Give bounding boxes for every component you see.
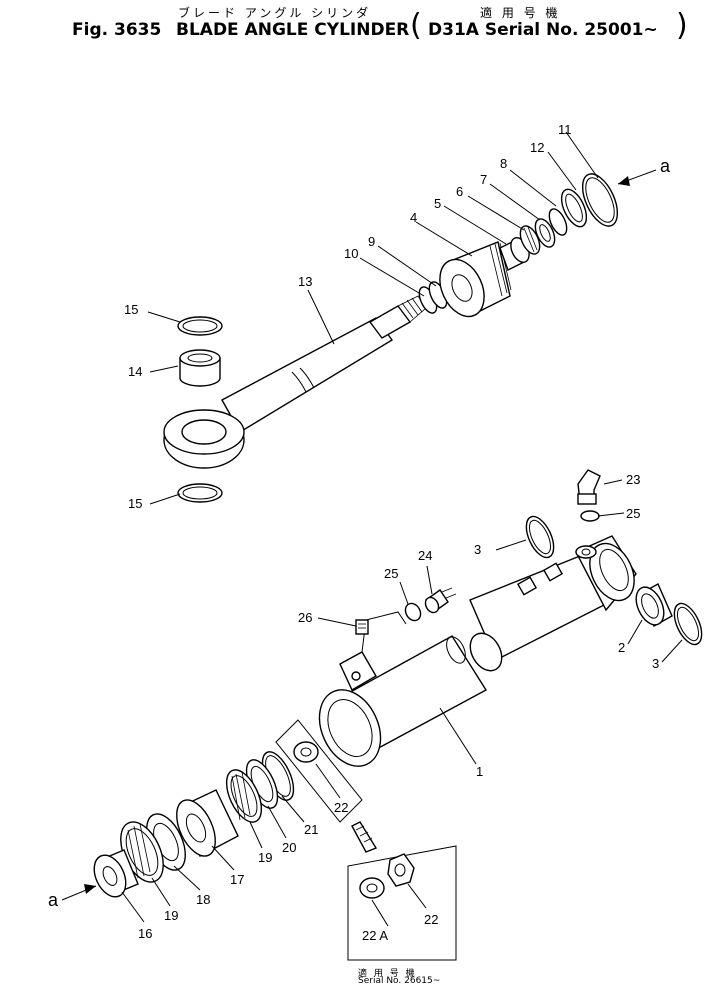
cylinder-tube-front: [318, 635, 487, 767]
piston-17: [176, 789, 239, 857]
ref-marker-a-upper: a: [660, 156, 671, 176]
jp-part-name: ブレード アングル シリンダ: [178, 6, 372, 20]
figure-number: Fig. 3635: [72, 20, 162, 40]
bolt-26: [355, 619, 369, 635]
snap-ring-15-upper: [177, 316, 223, 336]
ring-12: [560, 188, 588, 228]
callout-17: 17: [230, 872, 245, 887]
callout-8: 8: [500, 156, 508, 171]
serial-26615-inset-box: [347, 845, 457, 961]
callout-7: 7: [480, 172, 488, 187]
callout-2: 2: [618, 640, 626, 655]
cylinder-bottom-eye: [575, 535, 637, 612]
callout-3-upper: 3: [474, 542, 482, 557]
callout-19-upper: 19: [258, 850, 273, 865]
callout-19-lower: 19: [164, 908, 179, 923]
ref-arrow-upper: [617, 169, 657, 186]
callout-15-upper: 15: [124, 302, 139, 317]
wear-ring-19-upper: [225, 769, 263, 823]
plug-24: [424, 587, 457, 614]
callout-12: 12: [530, 140, 545, 155]
callout-15-lower: 15: [128, 496, 143, 511]
applicability: D31A Serial No. 25001~: [428, 20, 658, 40]
bushing-14: [179, 349, 221, 387]
figure-title: BLADE ANGLE CYLINDER: [176, 20, 410, 40]
callout-22a: 22 A: [362, 928, 389, 943]
port-bracket: [339, 611, 407, 691]
callout-11: 11: [558, 122, 572, 137]
snap-ring-3-left: [525, 515, 555, 559]
bushing-2: [635, 583, 673, 627]
callout-24: 24: [418, 548, 433, 563]
snap-ring-11: [581, 173, 619, 227]
callout-4: 4: [410, 210, 418, 225]
callout-26: 26: [298, 610, 313, 625]
callout-16: 16: [138, 926, 153, 941]
paren-close: ): [676, 8, 688, 43]
paren-open: (: [410, 8, 422, 43]
callout-10: 10: [344, 246, 359, 261]
cylinder-tube-rear: [469, 555, 607, 672]
callout-3-lower: 3: [652, 656, 660, 671]
wear-ring-6: [519, 225, 541, 255]
callout-21: 21: [304, 822, 319, 837]
callout-18: 18: [196, 892, 211, 907]
callout-23: 23: [626, 472, 641, 487]
nut-22-inset-box: [275, 719, 363, 823]
cylinder-head-4: [439, 241, 512, 318]
footer-jp-applicable: 適 用 号 機: [358, 969, 417, 979]
callout-20: 20: [282, 840, 297, 855]
callout-22-inset: 22: [424, 912, 439, 927]
callout-14: 14: [128, 364, 143, 379]
ring-8: [548, 208, 568, 236]
screw: [351, 821, 378, 853]
ref-marker-a-lower: a: [48, 890, 59, 910]
callout-25-upper: 25: [626, 506, 641, 521]
nut-16: [93, 849, 139, 898]
leader-lines: [121, 131, 683, 927]
elbow-23: [577, 469, 601, 505]
callout-1: 1: [476, 764, 484, 779]
callout-5: 5: [434, 196, 442, 211]
piston-rod: [163, 295, 427, 469]
ref-arrow-lower: [61, 884, 97, 901]
callout-9: 9: [368, 234, 376, 249]
o-ring-25-upper: [580, 510, 600, 522]
snap-ring-3-right: [673, 602, 703, 646]
callout-22-upper: 22: [334, 800, 349, 815]
jp-applicable-label: 適 用 号 機: [480, 6, 561, 20]
snap-ring-15-lower: [177, 483, 223, 503]
callout-25-lower: 25: [384, 566, 399, 581]
footer-serial: Serial No. 26615~: [358, 976, 441, 986]
callout-13: 13: [298, 274, 313, 289]
o-ring-25-lower: [404, 602, 422, 622]
callout-6: 6: [456, 184, 464, 199]
